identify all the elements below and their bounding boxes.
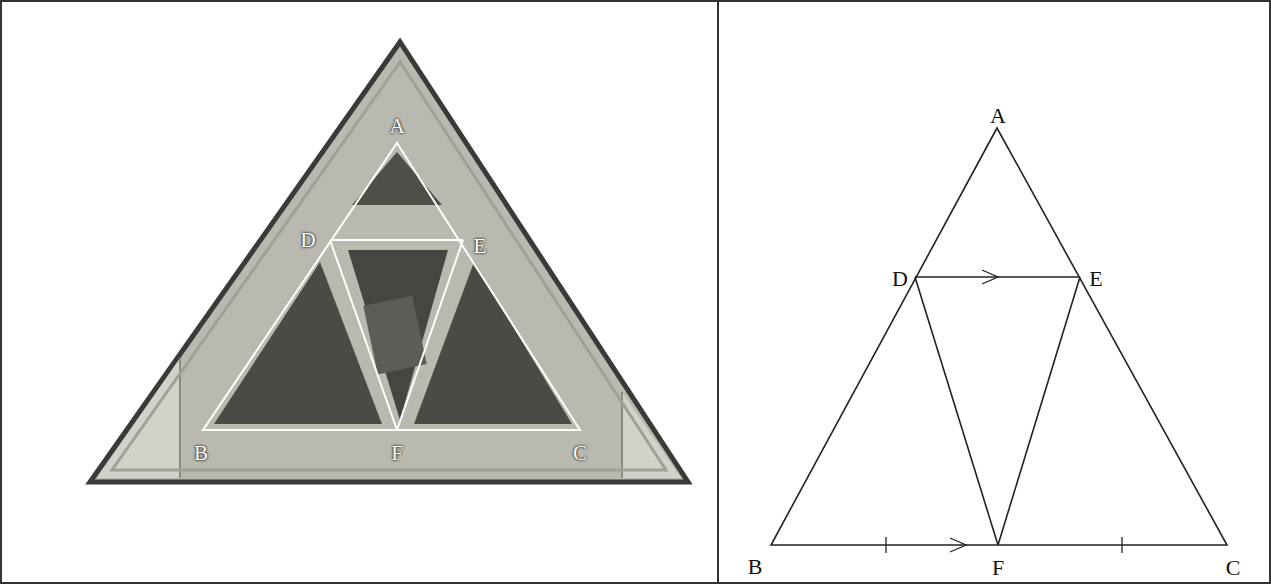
point-label: D xyxy=(892,268,908,290)
point-label: E xyxy=(1089,268,1102,290)
point-label: B xyxy=(748,556,763,578)
panel-divider xyxy=(717,1,719,583)
triangle-diagram xyxy=(771,128,1227,553)
truss-photo xyxy=(90,42,688,482)
point-label: A xyxy=(389,116,404,137)
point-label: A xyxy=(990,105,1006,127)
point-label: F xyxy=(391,443,403,464)
point-label: D xyxy=(300,230,315,251)
point-label: F xyxy=(992,557,1004,579)
point-label: C xyxy=(1226,557,1241,579)
point-label: C xyxy=(573,443,587,464)
point-label: E xyxy=(474,236,487,257)
point-label: B xyxy=(194,443,208,464)
